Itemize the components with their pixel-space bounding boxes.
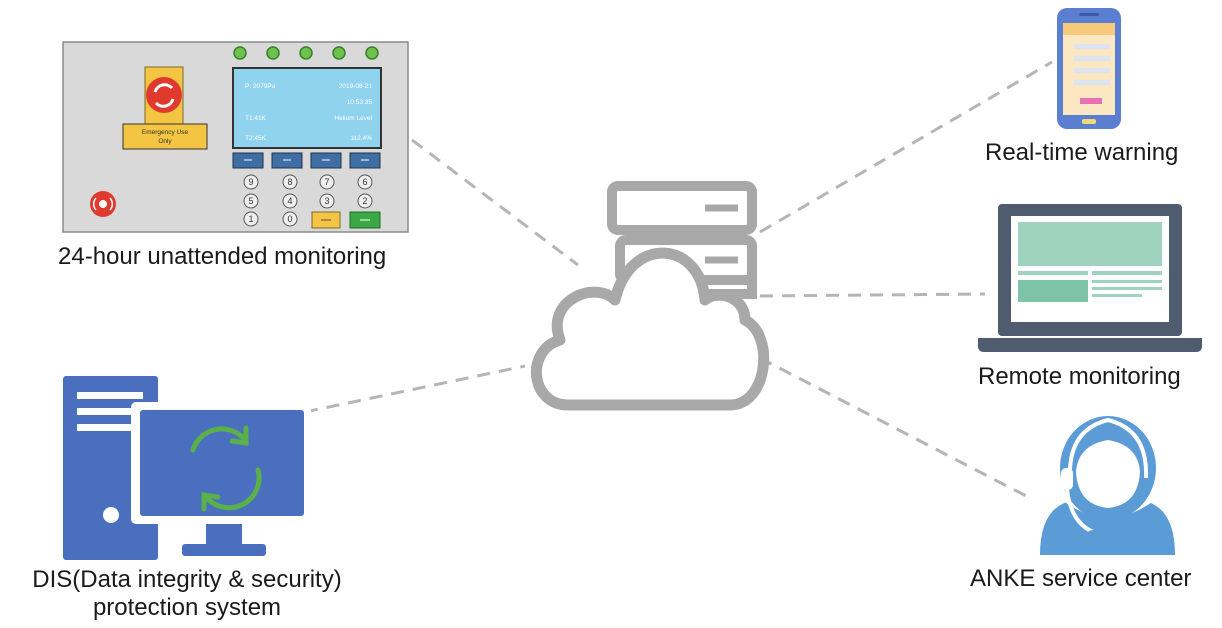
keypad-key <box>243 193 259 209</box>
screen-helium-label: Helium Level <box>334 115 372 122</box>
connector-lines <box>304 60 1053 500</box>
screen-pressure: P: 2079Pa <box>245 83 276 90</box>
screen-t2: T2:45K <box>245 135 267 142</box>
connector-service <box>759 356 1031 500</box>
keypad-key-label: 4 <box>287 196 292 206</box>
connector-panel <box>411 138 579 267</box>
dis-label-line-2: protection system <box>92 594 282 621</box>
connector-laptop <box>759 292 986 298</box>
keypad-key <box>319 174 335 190</box>
smartphone-icon <box>1057 8 1121 129</box>
keypad-key <box>319 193 335 209</box>
connector-dis <box>304 364 526 414</box>
screen-time: 10:53:35 <box>347 99 373 106</box>
keypad-key <box>243 174 259 190</box>
keypad-key <box>282 193 298 209</box>
panel-screen <box>232 67 382 149</box>
keypad-key-label: 1 <box>248 214 253 224</box>
keypad-key <box>243 211 259 227</box>
keypad-key-label: 8 <box>287 177 292 187</box>
screen-helium-value: 112.4% <box>350 135 372 142</box>
screen-date: 2019-08-21 <box>339 83 373 90</box>
keypad-key-label: 3 <box>324 196 329 206</box>
cloud-server-icon <box>531 181 770 411</box>
keypad-key-label: 2 <box>362 196 367 206</box>
laptop-icon <box>978 204 1202 352</box>
screen-t1: T1:41K <box>245 115 267 122</box>
control-panel-icon: Emergency Use Only P: 2079Pa 2019-08-21 … <box>62 41 409 233</box>
status-leds <box>233 46 379 60</box>
keypad-key <box>357 193 373 209</box>
remote-monitoring-label: Remote monitoring <box>978 363 1181 390</box>
service-agent-icon <box>1040 416 1175 555</box>
emergency-label-2: Only <box>158 138 172 145</box>
realtime-warning-label: Real-time warning <box>985 139 1179 166</box>
dis-system-label: DIS(Data integrity & security) protectio… <box>12 566 362 622</box>
unattended-monitoring-label: 24-hour unattended monitoring <box>58 243 387 270</box>
keypad-key-label: 6 <box>362 177 367 187</box>
keypad-key-label: 9 <box>248 177 253 187</box>
keypad-key <box>357 174 373 190</box>
dis-label-line-1: DIS(Data integrity & security) <box>32 566 342 593</box>
keypad-key-label: 0 <box>287 214 292 224</box>
dis-computer-icon <box>63 376 311 560</box>
connector-phone <box>759 60 1053 234</box>
keypad-key <box>282 211 298 227</box>
refresh-arrows-icon <box>190 425 262 512</box>
keypad-key-label: 7 <box>324 177 329 187</box>
emergency-arrow-icon <box>153 83 174 93</box>
soft-keys <box>232 152 381 169</box>
keypad: 9 8 7 6 5 4 3 2 1 0 <box>243 174 373 227</box>
emergency-label-1: Emergency Use <box>142 129 189 136</box>
keypad-key <box>282 174 298 190</box>
keypad-key-label: 5 <box>248 196 253 206</box>
service-center-label: ANKE service center <box>970 565 1192 592</box>
